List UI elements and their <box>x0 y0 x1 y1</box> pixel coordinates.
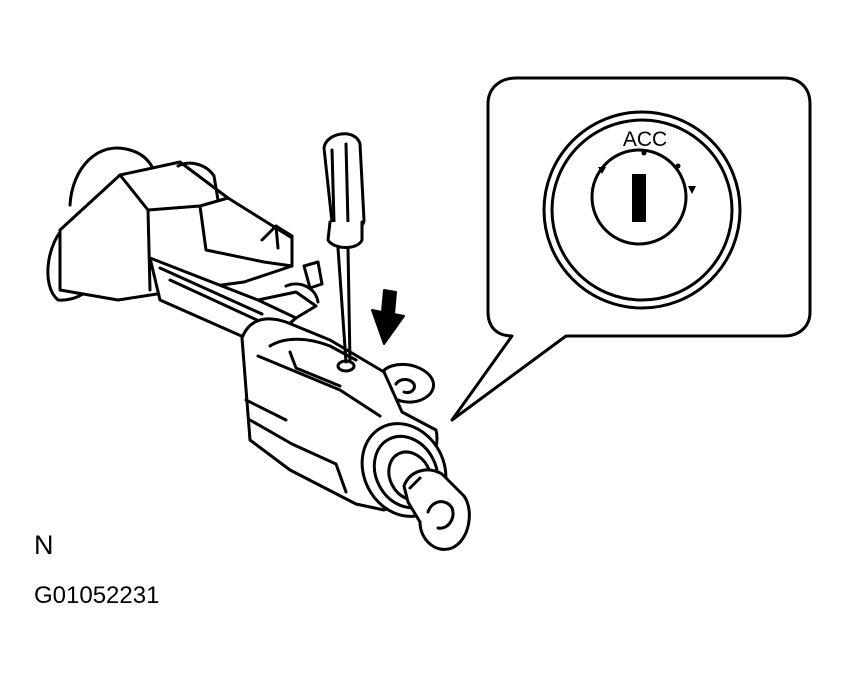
start-position-marker <box>688 186 696 194</box>
steering-column-body <box>46 146 435 404</box>
on-position-dot <box>675 163 681 169</box>
detail-callout <box>450 76 812 422</box>
lock-cylinder-housing <box>240 317 471 551</box>
acc-position-dot <box>641 150 647 156</box>
acc-position-label: ACC <box>623 128 667 151</box>
screwdriver <box>322 132 366 364</box>
figure-id-label: G01052231 <box>34 582 160 609</box>
lock-position-marker <box>598 167 606 174</box>
key-slot <box>632 174 646 222</box>
push-direction-arrow <box>371 289 405 345</box>
view-code-label: N <box>34 530 54 560</box>
